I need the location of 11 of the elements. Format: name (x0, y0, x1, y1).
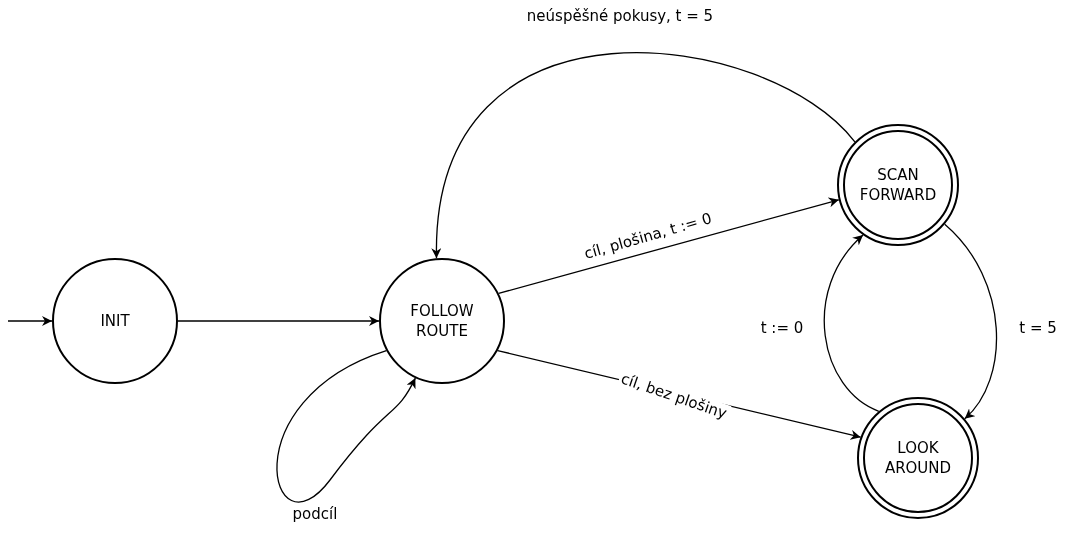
transition-arrow (944, 223, 997, 420)
transition-arrow (432, 52, 856, 259)
transition-arrow (497, 197, 840, 295)
transition-arrow (7, 316, 53, 326)
transition-arrow (276, 349, 417, 503)
state-label: FOLLOW ROUTE (409, 301, 475, 341)
transition-arrow (823, 234, 880, 412)
state-label: INIT (99, 311, 131, 331)
state-label: SCAN FORWARD (858, 165, 938, 205)
state-label: LOOK AROUND (883, 438, 953, 478)
transition-arrow (177, 316, 380, 326)
